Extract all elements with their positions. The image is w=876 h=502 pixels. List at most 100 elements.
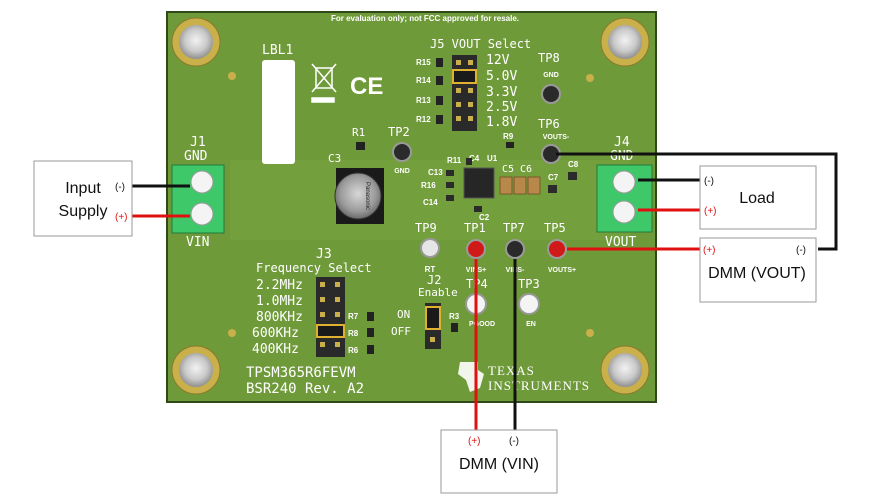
wiring <box>132 152 838 430</box>
tp9-net: RT <box>425 265 436 274</box>
j3-option: 1.0MHz <box>256 294 303 309</box>
tp3-testpoint <box>518 293 540 315</box>
mounting-screw-tr <box>600 17 650 67</box>
tp7-testpoint <box>505 239 525 259</box>
j5-option: 1.8V <box>486 115 517 130</box>
c3-brand: Panasonic <box>364 182 370 210</box>
r1-ref: R1 <box>352 126 365 139</box>
tp6-ref: TP6 <box>538 117 560 131</box>
j5-option: 3.3V <box>486 85 517 100</box>
r9-ref: R9 <box>503 132 514 141</box>
load-label: Load <box>739 190 775 207</box>
dmm-vin-label: DMM (VIN) <box>459 456 539 473</box>
pcb-copper-pour <box>230 160 630 240</box>
j3-option: 400KHz <box>252 342 299 357</box>
j1-screw-vin <box>190 202 214 226</box>
j3-jumper <box>316 324 345 338</box>
j5-option: 2.5V <box>486 100 517 115</box>
j2-pin <box>430 337 435 342</box>
via-hole <box>228 72 236 80</box>
r14-ref: R14 <box>416 76 431 85</box>
c8-part <box>568 172 577 180</box>
ti-brand-line1: Texas <box>488 363 535 378</box>
output-capacitors <box>499 176 541 195</box>
c7-ref: C7 <box>548 173 559 182</box>
dmm-vout-neg: (-) <box>796 245 806 256</box>
r6-ref: R6 <box>348 346 359 355</box>
input-supply-line2: Supply <box>59 203 108 220</box>
j1-ref: J1 <box>190 135 206 150</box>
via-hole <box>586 329 594 337</box>
j5-jumper <box>452 69 477 84</box>
j3-pins <box>320 282 340 347</box>
input-supply-box <box>33 160 133 237</box>
j2-jumper <box>425 306 441 330</box>
r12-ref: R12 <box>416 115 431 124</box>
tp3-net: EN <box>526 321 536 328</box>
j5-header <box>452 55 477 131</box>
j2-off: OFF <box>391 325 411 338</box>
r11-ref: R11 <box>447 156 462 165</box>
weee-bin-icon <box>311 63 337 103</box>
j4-gnd: GND <box>610 149 634 164</box>
r13-ref: R13 <box>416 96 431 105</box>
j3-option: 600KHz <box>252 326 299 341</box>
j4-ref: J4 <box>614 135 630 150</box>
j1-screw-gnd <box>190 170 214 194</box>
dmm-vin-pos: (+) <box>468 436 481 447</box>
mounting-screw-tl <box>171 17 221 67</box>
u1-module <box>463 167 495 199</box>
ce-mark: CE <box>350 73 383 100</box>
mounting-screw-bl <box>171 345 221 395</box>
tp2-ref: TP2 <box>388 125 410 139</box>
tp3-ref: TP3 <box>518 277 540 291</box>
input-supply-pos: (+) <box>115 212 128 223</box>
r3-ref: R3 <box>449 312 460 321</box>
c6-ref: C6 <box>520 164 532 175</box>
r3-part <box>451 323 458 332</box>
tp6-net: VOUTS- <box>543 134 570 141</box>
tp5-ref: TP5 <box>544 221 566 235</box>
c7-part <box>548 185 557 193</box>
r7-ref: R7 <box>348 312 359 321</box>
j2-ref: J2 <box>427 273 441 287</box>
c4-ref: C4 <box>469 154 480 163</box>
c5-ref: C5 <box>502 164 514 175</box>
tp2-net: GND <box>394 168 410 175</box>
dmm-vin-box <box>440 429 558 494</box>
j4-screw-vout <box>612 200 636 224</box>
input-supply-neg: (-) <box>115 182 125 193</box>
r8-ref: R8 <box>348 329 359 338</box>
r15-ref: R15 <box>416 58 431 67</box>
via-hole <box>586 74 594 82</box>
c2-ref: C2 <box>479 213 490 222</box>
board-notice: For evaluation only; not FCC approved fo… <box>331 14 519 23</box>
j2-on: ON <box>397 308 410 321</box>
j1-vin: VIN <box>186 235 209 250</box>
tp1-ref: TP1 <box>464 221 486 235</box>
u1-ref: U1 <box>487 154 498 163</box>
label-area <box>262 60 295 164</box>
tp8-net: GND <box>543 72 559 79</box>
tp9-testpoint <box>420 238 440 258</box>
j3-option: 2.2MHz <box>256 278 303 293</box>
j5-title: J5 VOUT Select <box>430 37 531 51</box>
tp5-testpoint <box>547 239 567 259</box>
j5-option: 12V <box>486 53 510 68</box>
j3-option: 800KHz <box>256 310 303 325</box>
j5-resistors <box>436 58 443 124</box>
c14-ref: C14 <box>423 198 438 207</box>
load-box <box>699 165 817 230</box>
j3-ref: J3 <box>316 247 332 262</box>
load-neg: (-) <box>704 176 714 187</box>
dmm-vout-label: DMM (VOUT) <box>708 265 806 282</box>
input-supply-line1: Input <box>65 180 101 197</box>
board-name: TPSM365R6FEVM <box>246 365 356 381</box>
dmm-vout-box <box>699 237 817 303</box>
dmm-vin-neg: (-) <box>509 436 519 447</box>
tp7-ref: TP7 <box>503 221 525 235</box>
tp8-testpoint <box>541 84 561 104</box>
dmm-vout-pos: (+) <box>703 245 716 256</box>
j3-resistors <box>367 312 374 354</box>
